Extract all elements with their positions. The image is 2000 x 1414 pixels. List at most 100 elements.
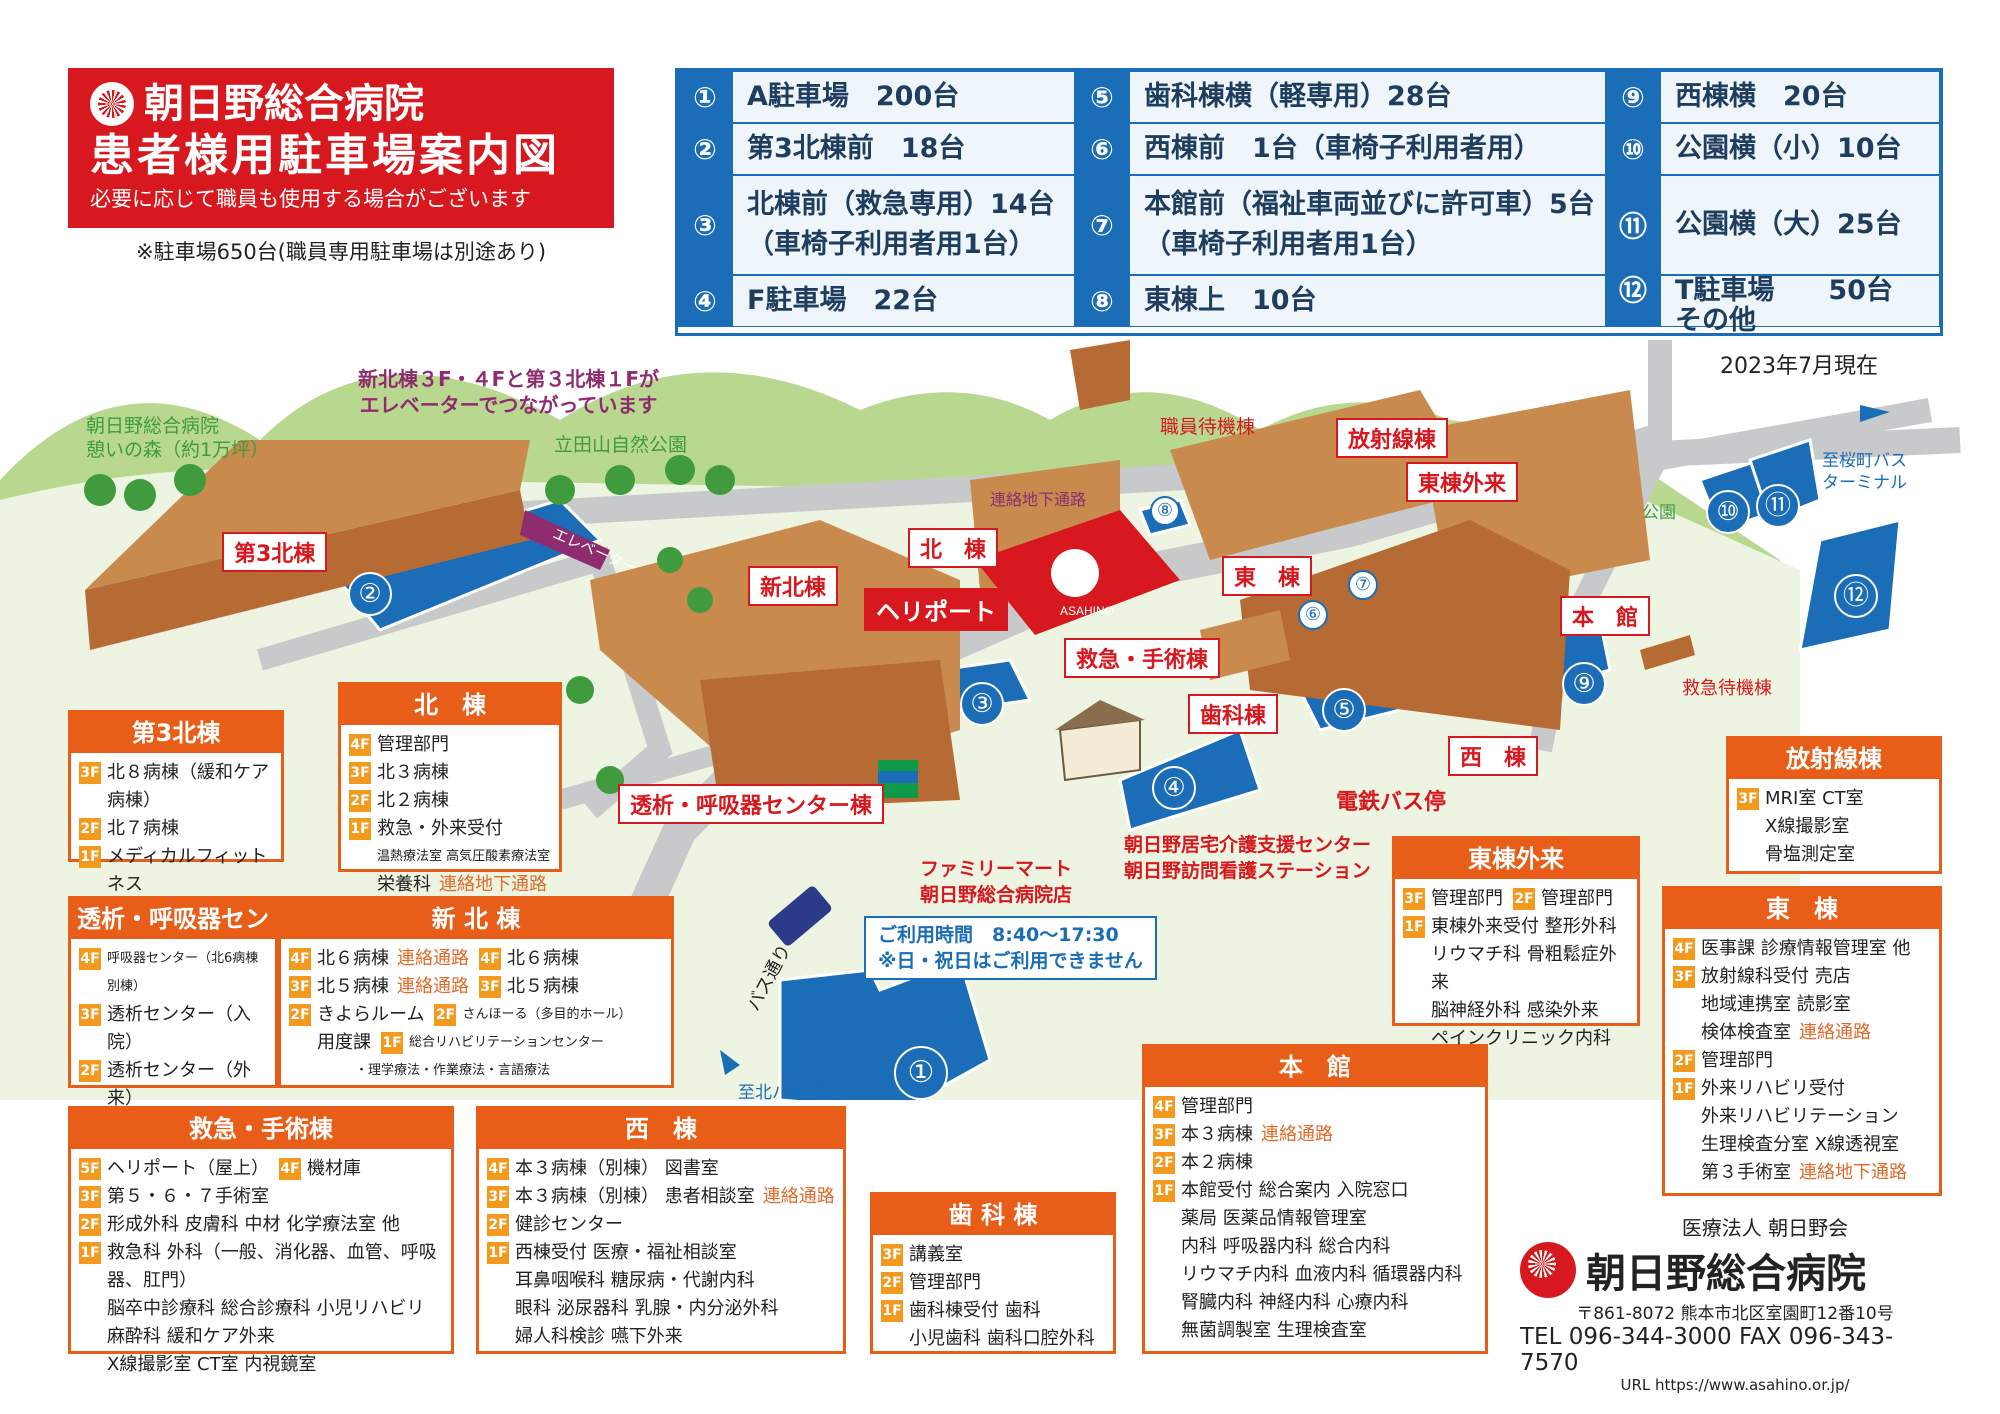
floor-badge: 3F [487, 1186, 509, 1208]
floor-text: 機材庫 [307, 1158, 361, 1179]
floor-badge: 2F [487, 1214, 509, 1236]
floor-text: 第３手術室 [1701, 1162, 1791, 1183]
floor-badge: 3F [1737, 788, 1759, 810]
label-kita3[interactable]: 第3北棟 [222, 532, 328, 572]
parking-pin-9[interactable]: ⑨ [1562, 662, 1606, 706]
footer-hospital-name: 朝日野総合病院 [1586, 1251, 1866, 1297]
bus-icon [768, 886, 832, 946]
info-box-title: 北 棟 [341, 685, 559, 725]
parking-label: 東棟上 10台 [1129, 275, 1606, 327]
floor-row: 腎臓内科 神経内科 心療内科 [1153, 1289, 1477, 1317]
floor-badge: 2F [1673, 1050, 1695, 1072]
floor-badge: 2F [289, 1004, 311, 1026]
floor-text: 総合リハビリテーションセンター [409, 1035, 604, 1050]
building-shika [1200, 610, 1290, 680]
parking-pin-10[interactable]: ⑩ [1706, 490, 1750, 534]
connection-link[interactable]: 連絡地下通路 [1799, 1162, 1907, 1183]
label-shinkita[interactable]: 新北棟 [748, 566, 839, 606]
floor-badge: 1F [1673, 1078, 1695, 1100]
underground-label: 連絡地下通路 [990, 490, 1087, 509]
parking-pin-5[interactable]: ⑤ [1322, 688, 1366, 732]
label-shika[interactable]: 歯科棟 [1188, 694, 1279, 734]
parking-label: T駐車場 50台その他 [1660, 275, 1940, 336]
parking-pin-2[interactable]: ② [348, 572, 392, 616]
bus-terminal-label: 至桜町バス ターミナル [1822, 451, 1907, 493]
floor-text: X線撮影室 [1765, 816, 1850, 837]
label-honkan[interactable]: 本 館 [1560, 596, 1651, 636]
label-higashi[interactable]: 東 棟 [1222, 556, 1313, 596]
floor-badge: 3F [881, 1244, 903, 1266]
family-mart-label: ファミリーマート 朝日野総合病院店 [920, 858, 1073, 906]
connection-link[interactable]: 連絡通路 [397, 948, 469, 969]
parking-pin-6[interactable]: ⑥ [1298, 600, 1328, 630]
label-touseki[interactable]: 透析・呼吸器センター棟 [618, 784, 885, 824]
label-kita[interactable]: 北 棟 [908, 528, 999, 568]
parking-pin-3[interactable]: ③ [960, 682, 1004, 726]
info-box-title: 歯 科 棟 [873, 1195, 1113, 1235]
care-center-house [1058, 718, 1141, 782]
connection-link[interactable]: 連絡通路 [1261, 1124, 1333, 1145]
parking-pin-1[interactable]: ① [894, 1046, 948, 1100]
label-higashigairai[interactable]: 東棟外来 [1406, 462, 1519, 502]
connection-link[interactable]: 連絡通路 [397, 976, 469, 997]
floor-row: 耳鼻咽喉科 糖尿病・代謝内科 [487, 1267, 835, 1295]
floor-text: 本３病棟（別棟） 患者相談室 [515, 1186, 755, 1207]
label-nishi[interactable]: 西 棟 [1448, 736, 1539, 776]
floor-row: 脳卒中診療科 総合診療科 小児リハビリ [79, 1295, 443, 1323]
parking-number: ⑫ [1606, 275, 1660, 327]
info-box-title: 救急・手術棟 [71, 1109, 451, 1149]
floor-badge: 1F [487, 1242, 509, 1264]
footer-address: 〒861-8072 熊本市北区室園町12番10号 [1576, 1304, 1894, 1324]
trees [84, 455, 735, 794]
connection-link[interactable]: 連絡地下通路 [439, 874, 547, 895]
care-center-roof [1055, 700, 1145, 730]
staff-wait-label: 職員待機棟 [1160, 416, 1256, 438]
parking-pin-7[interactable]: ⑦ [1348, 570, 1378, 600]
floor-badge: 3F [349, 762, 371, 784]
connection-link[interactable]: 連絡通路 [1799, 1022, 1871, 1043]
parking-number: ① [678, 71, 732, 123]
label-housya[interactable]: 放射線棟 [1336, 418, 1449, 458]
parking-pin-12[interactable]: ⑫ [1834, 574, 1878, 618]
floor-badge: 2F [79, 818, 101, 840]
floor-text: 脳神経外科 感染外来 [1431, 1000, 1599, 1021]
connection-link[interactable]: 連絡通路 [762, 1186, 835, 1207]
floor-badge: 1F [381, 1032, 403, 1054]
parking-label: 西棟横 20台 [1660, 71, 1940, 123]
page-subtitle: 必要に応じて職員も使用する場合がございます [90, 187, 531, 211]
floor-text: 婦人科検診 嚥下外来 [515, 1326, 683, 1347]
parking-number: ⑫ [1618, 274, 1647, 307]
family-mart-stripe [878, 771, 918, 783]
parking-pin-8[interactable]: ⑧ [1150, 496, 1180, 526]
floor-text: 救急・外来受付 [377, 818, 503, 839]
label-kyukyu[interactable]: 救急・手術棟 [1064, 638, 1221, 678]
floor-row: X線撮影室 CT室 内視鏡室 [79, 1351, 443, 1379]
parking-pin-11[interactable]: ⑪ [1756, 484, 1800, 528]
parking-label: A駐車場 200台 [732, 71, 1075, 123]
arrow-bypass [720, 1050, 740, 1075]
parking-number: ⑥ [1075, 123, 1129, 175]
info-box-title: 西 棟 [479, 1109, 843, 1149]
parking-pin-4[interactable]: ④ [1152, 766, 1196, 810]
building-kita3 [85, 440, 530, 590]
floor-row: ・理学療法・作業療法・言語療法 [289, 1057, 663, 1085]
floor-badge: 4F [289, 948, 311, 970]
label-heliport[interactable]: ヘリポート [864, 588, 1008, 631]
info-box-title: 東 棟 [1665, 889, 1939, 929]
forest-label: 朝日野総合病院 憩いの森（約1万坪） [86, 415, 270, 461]
parking-number: ⑧ [1075, 275, 1129, 327]
footer-url[interactable]: URL https://www.asahino.or.jp/ [1620, 1376, 1850, 1394]
floor-text: 透析センター（入院） [107, 1004, 251, 1053]
date-label: 2023年7月現在 [1720, 354, 1878, 379]
floor-row: X線撮影室 [1737, 813, 1931, 841]
